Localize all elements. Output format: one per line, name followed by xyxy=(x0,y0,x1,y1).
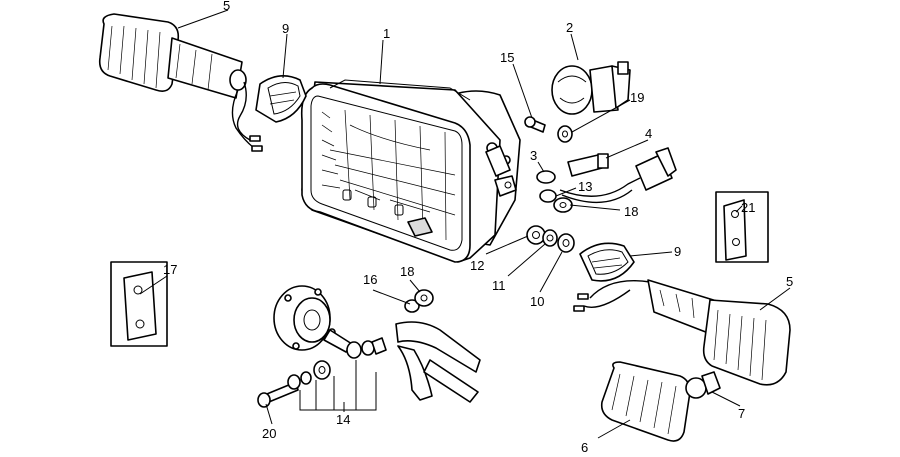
callout-4: 4 xyxy=(645,126,652,141)
callout-5-left: 5 xyxy=(223,0,230,13)
callout-1: 1 xyxy=(383,26,390,41)
washer-11 xyxy=(542,229,558,247)
callout-20: 20 xyxy=(262,426,276,441)
turn-signal-lens-6 xyxy=(600,361,691,442)
callout-11: 11 xyxy=(492,278,506,293)
callout-19: 19 xyxy=(630,90,644,105)
callout-5-right: 5 xyxy=(786,274,793,289)
callout-labels: 1 2 15 19 4 3 13 18 5 9 9 12 11 10 5 21 … xyxy=(163,0,793,455)
reflector-plate-21 xyxy=(715,191,769,263)
screw-15 xyxy=(524,116,546,133)
nut-18-lower xyxy=(414,289,434,307)
turn-signal-right xyxy=(573,279,791,386)
callout-10: 10 xyxy=(530,294,544,309)
parking-light-socket xyxy=(559,147,677,204)
washer-10 xyxy=(557,233,575,253)
callout-17: 17 xyxy=(163,262,177,277)
turn-signal-left xyxy=(98,13,263,152)
callout-15: 15 xyxy=(500,50,514,65)
headlight-assembly xyxy=(300,79,521,263)
callout-18-lower: 18 xyxy=(400,264,414,279)
halogen-bulb xyxy=(551,61,631,115)
reflector-plate-17 xyxy=(110,261,168,347)
turn-signal-bulb-7 xyxy=(685,371,721,399)
mounting-bracket-14 xyxy=(273,285,481,403)
bolt-20 xyxy=(257,360,331,408)
callout-6: 6 xyxy=(581,440,588,455)
callout-16: 16 xyxy=(363,272,377,287)
callout-14: 14 xyxy=(336,412,350,427)
nut-18-upper xyxy=(553,197,573,213)
callout-3: 3 xyxy=(530,148,537,163)
grommet-13 xyxy=(539,189,557,203)
small-bulb-3 xyxy=(536,170,556,184)
washer-19 xyxy=(557,125,573,143)
callout-12: 12 xyxy=(470,258,484,273)
callout-9-left: 9 xyxy=(282,21,289,36)
leader-lines xyxy=(139,9,791,439)
callout-18-upper: 18 xyxy=(624,204,638,219)
callout-21: 21 xyxy=(741,200,755,215)
callout-13: 13 xyxy=(578,179,592,194)
nut-12 xyxy=(526,225,546,245)
callout-9-right: 9 xyxy=(674,244,681,259)
callout-7: 7 xyxy=(738,406,745,421)
callout-2: 2 xyxy=(566,20,573,35)
rubber-boot-right xyxy=(579,242,635,282)
rubber-boot-left xyxy=(255,75,307,123)
